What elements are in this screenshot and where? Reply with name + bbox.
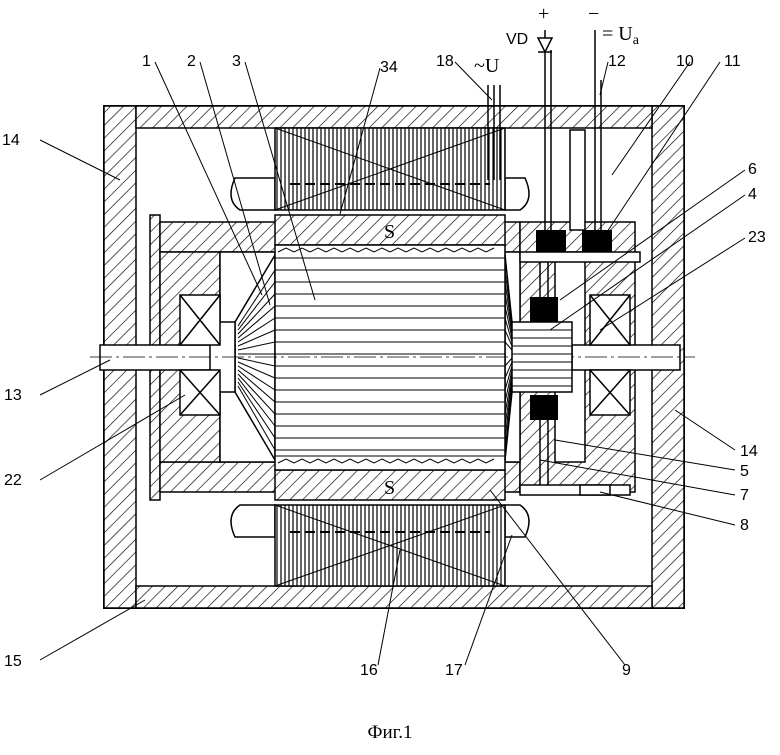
label-22: 22	[4, 472, 22, 489]
label-8: 8	[740, 517, 749, 534]
pole-label-bottom: S	[384, 477, 395, 499]
dc-voltage-prefix: = U	[602, 23, 633, 45]
label-5: 5	[740, 463, 749, 480]
dc-voltage-subscript: a	[633, 33, 640, 48]
rotor	[275, 245, 505, 470]
diode-label: VD	[506, 31, 528, 48]
minus-sign: −	[588, 3, 599, 25]
label-14-right: 14	[740, 443, 758, 460]
label-3: 3	[232, 53, 241, 70]
label-7: 7	[740, 487, 749, 504]
label-17: 17	[445, 662, 463, 679]
label-2: 2	[187, 53, 196, 70]
ac-voltage-label: ~U	[474, 55, 500, 77]
label-9: 9	[622, 662, 631, 679]
stator-winding-bottom	[231, 505, 529, 586]
label-10: 10	[676, 53, 694, 70]
label-14-left: 14	[2, 132, 20, 149]
stator-winding-top	[231, 128, 529, 210]
label-13: 13	[4, 387, 22, 404]
pole-label-top: S	[384, 221, 395, 243]
label-11: 11	[724, 53, 741, 70]
label-6: 6	[748, 161, 757, 178]
commutator	[512, 322, 572, 392]
label-1: 1	[142, 53, 151, 70]
label-23: 23	[748, 229, 766, 246]
diode-icon	[538, 38, 552, 52]
dc-voltage-label: = Ua	[602, 23, 640, 48]
label-18: 18	[436, 53, 454, 70]
label-34: 34	[380, 59, 398, 76]
label-15: 15	[4, 653, 22, 670]
label-4: 4	[748, 186, 757, 203]
label-12: 12	[608, 53, 626, 70]
figure-caption: Фиг.1	[0, 722, 780, 744]
plus-sign: +	[538, 3, 549, 25]
label-16: 16	[360, 662, 378, 679]
